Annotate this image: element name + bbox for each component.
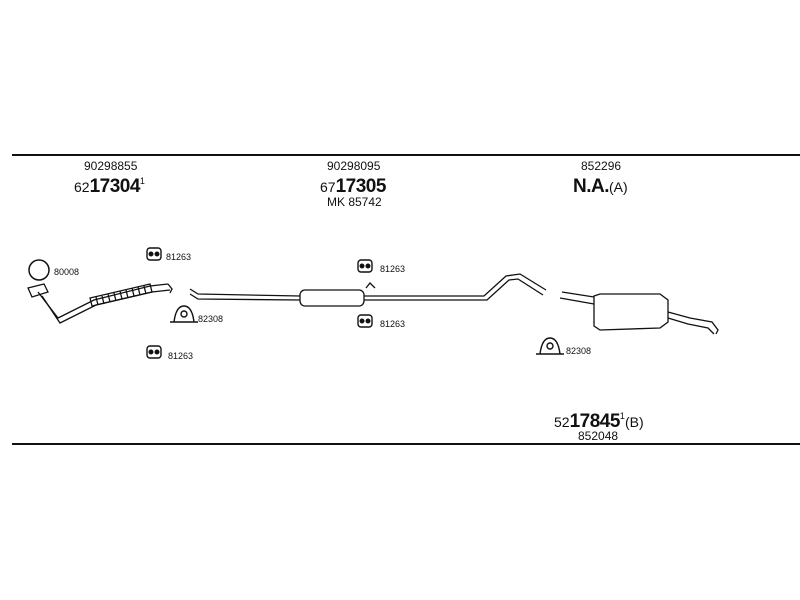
hanger-c-part-label: 81263	[380, 264, 406, 274]
sealing-ring-icon	[28, 259, 50, 281]
rear-silencer-icon	[559, 291, 719, 335]
clamp-b-part-label: 82308	[566, 346, 592, 356]
rubber-hanger-icon	[357, 259, 373, 273]
rubber-hanger-icon	[146, 345, 162, 359]
hanger-a-part-label: 81263	[166, 252, 192, 262]
middle-silencer-icon	[189, 273, 547, 307]
ring-part-label: 80008	[54, 267, 80, 277]
rear-assembly-part-number: 52178451(B)	[554, 411, 644, 432]
middle-silencer-part-number: 6717305	[320, 176, 386, 197]
middle-silencer-oem-number: 90298095	[327, 159, 381, 173]
front-pipe-icon	[27, 283, 173, 324]
top-divider	[12, 154, 800, 156]
pipe-clamp-icon	[536, 337, 564, 355]
clamp-a-part-label: 82308	[198, 314, 224, 324]
hanger-b-part-label: 81263	[168, 351, 194, 361]
front-pipe-oem-number: 90298855	[84, 159, 138, 173]
hanger-d-part-label: 81263	[380, 319, 406, 329]
rubber-hanger-icon	[357, 314, 373, 328]
pipe-clamp-icon	[170, 305, 198, 323]
rear-silencer-oem-number: 852296	[581, 159, 622, 173]
bottom-divider	[12, 443, 800, 445]
front-pipe-part-number: 62173041	[74, 176, 145, 197]
rubber-hanger-icon	[146, 247, 162, 261]
rear-silencer-part-number: N.A.(A)	[573, 176, 628, 197]
rear-assembly-oem-number: 852048	[578, 429, 619, 443]
middle-silencer-mk-number: MK 85742	[327, 195, 382, 209]
